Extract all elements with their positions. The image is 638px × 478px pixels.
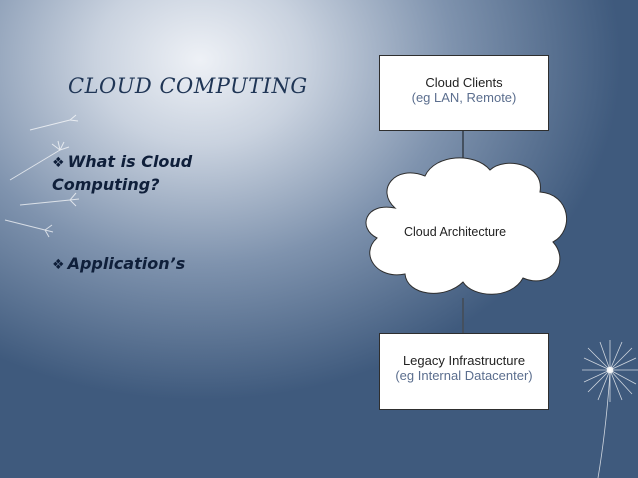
dandelion-right-decoration — [582, 340, 638, 478]
diamond-bullet-icon: ❖ — [52, 257, 65, 273]
connector-line-bottom — [462, 298, 464, 334]
box-subtitle: (eg Internal Datacenter) — [395, 368, 533, 383]
bullet-text: What is Cloud Computing? — [52, 152, 193, 194]
connector-line-top — [462, 129, 464, 169]
box-title: Legacy Infrastructure — [402, 353, 526, 368]
cloud-label: Cloud Architecture — [404, 225, 507, 239]
box-title: Cloud Clients — [425, 75, 503, 90]
bullet-what-is-cloud: ❖What is Cloud Computing? — [52, 151, 222, 196]
cloud-shape — [365, 157, 568, 295]
slide-title: CLOUD COMPUTING — [68, 74, 308, 98]
dandelion-seeds-left-decoration — [4, 114, 80, 238]
bullet-applications: ❖Application’s — [52, 253, 185, 276]
box-subtitle: (eg LAN, Remote) — [411, 90, 517, 105]
bullet-text: Application’s — [67, 254, 186, 273]
cloud-clients-box: Cloud Clients (eg LAN, Remote) — [379, 55, 549, 131]
diamond-bullet-icon: ❖ — [52, 155, 65, 171]
legacy-infrastructure-box: Legacy Infrastructure (eg Internal Datac… — [379, 333, 549, 410]
